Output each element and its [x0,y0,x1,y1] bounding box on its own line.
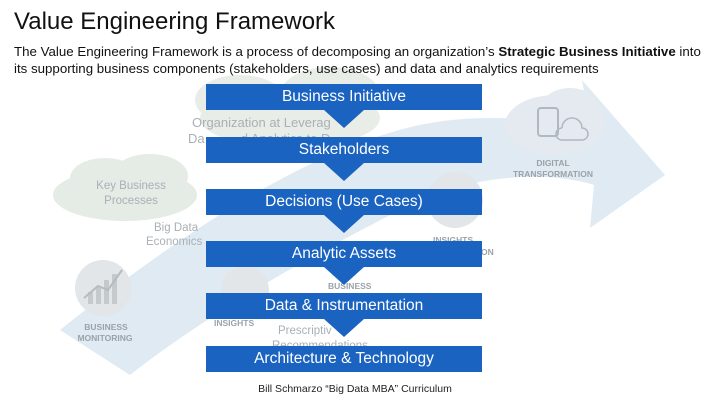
stage-decisions: Decisions (Use Cases) [206,189,482,215]
bg-prescriptive-1: Prescriptiv [278,325,332,337]
bg-monitoring-2: MONITORING [77,333,133,343]
footer-credit: Bill Schmarzo “Big Data MBA” Curriculum [258,383,452,395]
bg-insights-left: INSIGHTS [214,318,255,328]
bg-monitoring-1: BUSINESS [84,322,128,332]
bg-digital-2: TRANSFORMATION [512,169,594,179]
stage-analytic-assets: Analytic Assets [206,241,482,267]
stage-data-instrumentation: Data & Instrumentation [206,293,482,319]
intro-text-bold: Strategic Business Initiative [498,44,676,59]
bg-insights-right-tail: ON [481,247,494,257]
cloud-left [53,154,197,221]
cloud-right [505,88,605,155]
stage-business-initiative: Business Initiative [206,84,482,110]
down-arrow-1 [324,110,364,128]
intro-text-after: into its supporting business components … [14,44,701,76]
down-arrow-5 [324,319,364,337]
intro-paragraph: The Value Engineering Framework is a pro… [14,43,704,77]
bg-key-processes-1: Key Business [96,180,166,192]
bg-key-processes-2: Processes [104,195,158,207]
bg-big-data-1: Big Data [154,222,199,234]
bg-business-mid: BUSINESS [328,281,372,291]
down-arrow-3 [324,215,364,233]
bg-digital-1: DIGITAL [536,158,570,168]
down-arrow-4 [324,267,364,285]
page-title: Value Engineering Framework [14,8,336,35]
monitoring-bars-icon [88,274,117,304]
bg-insights-right: INSIGHTS [433,235,474,245]
stage-stakeholders: Stakeholders [206,137,482,163]
stage-architecture-technology: Architecture & Technology [206,346,482,372]
bg-big-data-2: Economics [146,236,203,248]
tablet-icon [537,107,559,137]
down-arrow-2 [324,163,364,181]
bg-org-line1: Organization at Leverag [192,115,331,130]
intro-text-before: The Value Engineering Framework is a pro… [14,44,499,59]
